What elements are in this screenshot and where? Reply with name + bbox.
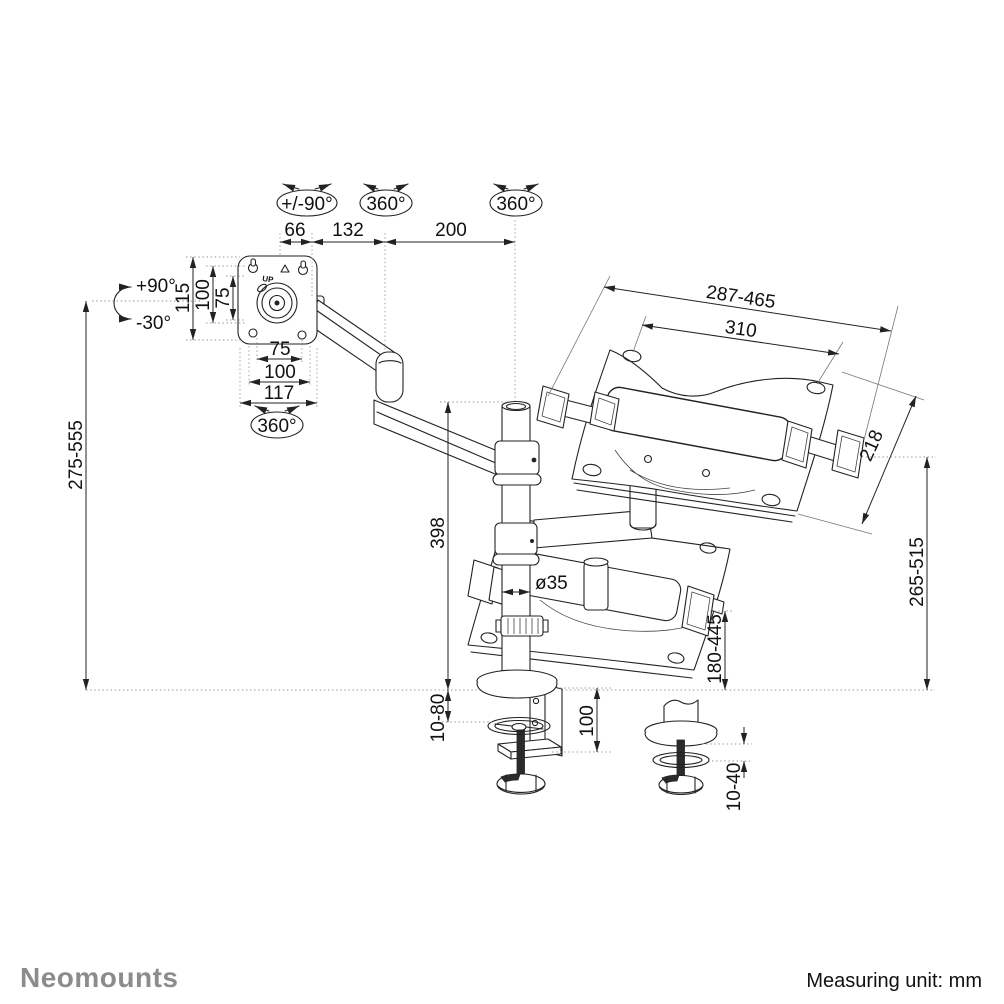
dim-132: 132 xyxy=(332,220,364,241)
rotation-elbow-label: 360° xyxy=(366,194,405,215)
rotation-vesa-tilt-label: +/-90° xyxy=(281,194,332,215)
dim-100-vesa-h: 100 xyxy=(264,362,296,383)
laptop-tray xyxy=(536,349,865,523)
rotation-oval-vesa-tilt: +/-90° xyxy=(276,183,338,217)
dim-10-80: 10-80 xyxy=(428,694,449,743)
rotation-oval-pole: 360° xyxy=(489,183,543,217)
rotation-pole-label: 360° xyxy=(496,194,535,215)
dim-75-vesa-h: 75 xyxy=(269,339,290,360)
dim-310: 310 xyxy=(724,317,758,342)
measuring-unit-note: Measuring unit: mm xyxy=(806,970,982,992)
dim-pole-diameter: ø35 xyxy=(535,573,568,594)
tilt-down-label: -30° xyxy=(136,313,171,334)
monitor-arm xyxy=(307,295,501,477)
rotation-oval-vesa-rotate: 360° xyxy=(250,405,304,439)
dim-66: 66 xyxy=(284,220,305,241)
dim-398: 398 xyxy=(428,517,449,549)
plate-up-label: UP xyxy=(262,274,275,285)
brand-logo: Neomounts xyxy=(20,962,179,993)
rotation-vesa-rotate-label: 360° xyxy=(257,416,296,437)
grommet-mount xyxy=(644,699,718,796)
tilt-up-label: +90° xyxy=(136,276,176,297)
dim-200: 200 xyxy=(435,220,467,241)
dim-100-vesa-v: 100 xyxy=(193,279,214,311)
dim-218: 218 xyxy=(856,427,888,465)
dim-180-445: 180-445 xyxy=(705,614,726,684)
desk-clamp-bracket xyxy=(497,680,563,760)
dim-115: 115 xyxy=(173,283,194,313)
dim-275-555: 275-555 xyxy=(66,420,87,490)
dimensions: 66 132 200 115 100 75 75 100 117 275-555 xyxy=(66,220,936,811)
desk-clamp xyxy=(487,716,551,795)
dim-117: 117 xyxy=(264,383,294,404)
dim-265-515: 265-515 xyxy=(907,537,928,607)
rotation-oval-elbow: 360° xyxy=(359,183,413,217)
dim-10-40: 10-40 xyxy=(724,763,745,812)
rotation-indicators: +/-90° 360° 360° 360° +90° -30° xyxy=(113,183,543,439)
tilt-arc: +90° -30° xyxy=(113,276,176,334)
pole-collars xyxy=(492,400,549,637)
vesa-plate: UP xyxy=(237,255,318,345)
dim-75-vesa-v: 75 xyxy=(213,287,234,308)
dim-287-465: 287-465 xyxy=(705,282,777,313)
dim-100-clamp: 100 xyxy=(577,705,598,737)
